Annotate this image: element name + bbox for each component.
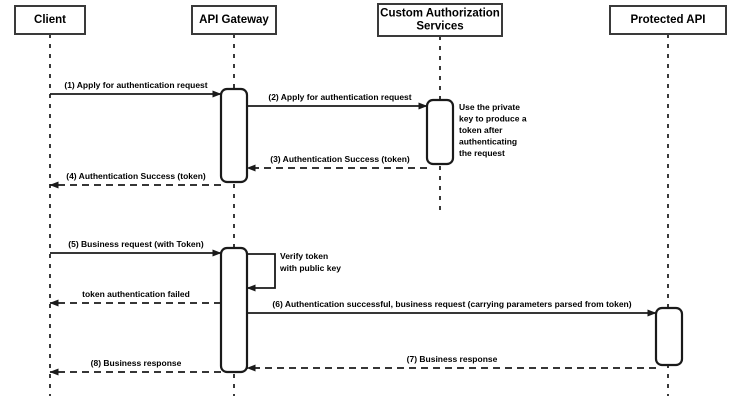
participant-box-custom-authorization-services[interactable]	[377, 3, 503, 37]
message-label-msg-2: (2) Apply for authentication request	[268, 92, 411, 102]
message-msg-6: (6) Authentication successful, business …	[247, 299, 657, 317]
message-msg-2: (2) Apply for authentication request	[247, 92, 428, 110]
protected-api-activation	[654, 306, 684, 367]
activations-layer	[219, 87, 684, 374]
message-msg-1: (1) Apply for authentication request	[50, 80, 222, 98]
message-label-msg-3: (3) Authentication Success (token)	[270, 154, 410, 164]
message-msg-token-failed: token authentication failed	[49, 289, 221, 307]
participant-label-protected-api: Protected API	[631, 14, 706, 26]
gateway-auth-activation	[219, 87, 249, 184]
message-label-msg-token-failed: token authentication failed	[82, 289, 190, 299]
messages-layer: (1) Apply for authentication request (2) …	[49, 80, 657, 376]
message-label-msg-6: (6) Authentication successful, business …	[272, 299, 631, 309]
message-msg-7: (7) Business response	[246, 354, 656, 372]
auth-service-activation	[425, 98, 455, 166]
message-label-msg-7: (7) Business response	[407, 354, 498, 364]
participant-client[interactable]: Client	[14, 5, 86, 35]
message-label-msg-4: (4) Authentication Success (token)	[66, 171, 206, 181]
message-label-msg-5: (5) Business request (with Token)	[68, 239, 204, 249]
participant-box-api-gateway[interactable]	[191, 5, 277, 35]
message-msg-8: (8) Business response	[49, 358, 221, 376]
self-message-path-self-verify-token	[246, 253, 276, 292]
participant-box-client[interactable]	[14, 5, 86, 35]
gateway-business-activation	[219, 246, 249, 374]
message-label-msg-1: (1) Apply for authentication request	[64, 80, 207, 90]
message-msg-3: (3) Authentication Success (token)	[246, 154, 427, 172]
participant-api-gateway[interactable]: API Gateway	[191, 5, 277, 35]
message-msg-5: (5) Business request (with Token)	[50, 239, 222, 257]
participant-label-api-gateway: API Gateway	[199, 14, 269, 26]
participant-protected-api[interactable]: Protected API	[609, 5, 727, 35]
message-label-msg-8: (8) Business response	[91, 358, 182, 368]
participant-label-client: Client	[34, 14, 66, 26]
participant-box-protected-api[interactable]	[609, 5, 727, 35]
message-msg-4: (4) Authentication Success (token)	[49, 171, 221, 189]
